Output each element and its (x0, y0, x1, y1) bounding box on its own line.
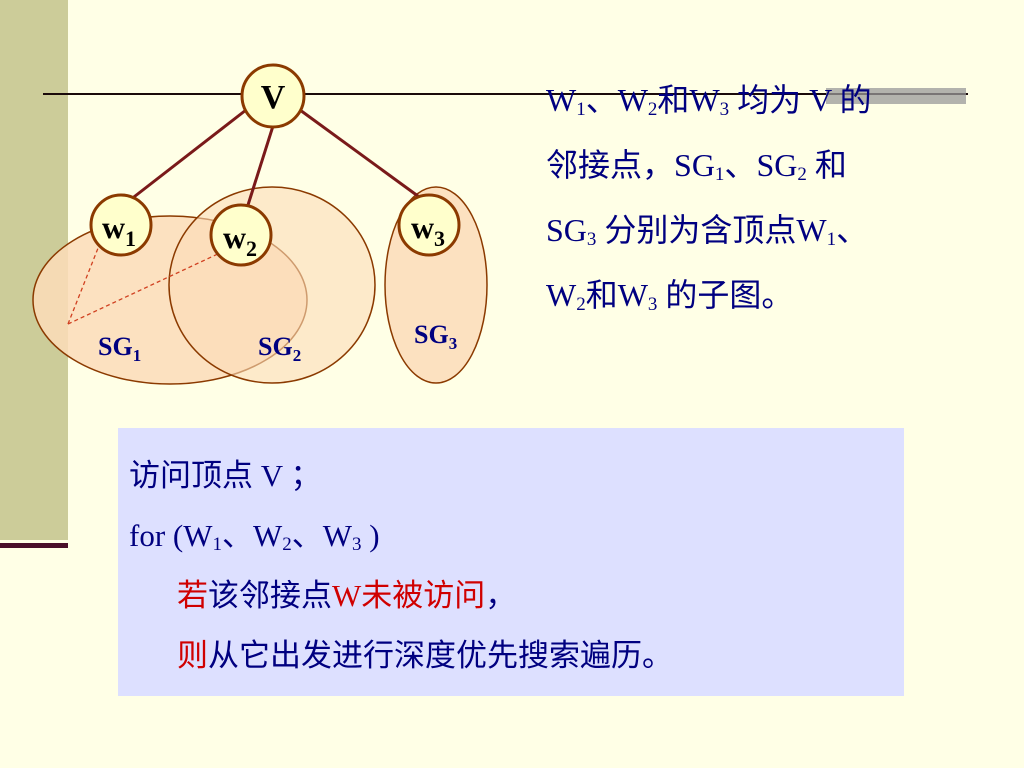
node-v-label: V (261, 79, 286, 116)
algorithm-line-if: 若该邻接点W未被访问， (177, 578, 517, 613)
description-text: W1、W2和W3 均为 V 的 邻接点，SG1、SG2 和 SG3 分别为含顶点… (546, 68, 1016, 328)
algorithm-line-visit: 访问顶点 V ； (129, 458, 322, 493)
highlight-not-visited: W未被访问 (332, 578, 486, 613)
description-line-4: W2和W3 的子图。 (546, 277, 794, 315)
algorithm-line-then: 则从它出发进行深度优先搜索遍历。 (177, 638, 673, 673)
dashed-edge-w2 (67, 251, 223, 325)
algorithm-line-for: for (W1、W2、W3 ) (129, 518, 380, 555)
subgraph-sg2-label: SG2 (258, 332, 301, 365)
node-w2 (209, 203, 273, 267)
edge-v-w3 (299, 108, 423, 201)
edge-v-w1 (129, 108, 247, 202)
node-w1 (89, 193, 153, 257)
node-w3-label: w3 (411, 209, 445, 251)
keyword-ruo: 若 (177, 578, 208, 613)
keyword-ze: 则 (177, 638, 208, 673)
edge-v-w2 (246, 125, 275, 206)
graph-diagram: V w1 w2 w3 SG1 SG2 SG3 (32, 63, 488, 385)
rule-shadow (826, 88, 966, 104)
node-w1-label: w1 (102, 209, 136, 251)
description-line-3: SG3 分别为含顶点W1、 (546, 212, 869, 250)
algorithm-box: 访问顶点 V ； for (W1、W2、W3 ) 若该邻接点W未被访问， 则从它… (118, 428, 904, 696)
title-rule-line (43, 93, 968, 95)
description-line-2: 邻接点，SG1、SG2 和 (546, 147, 847, 185)
left-decor-rule (0, 543, 68, 548)
node-w2-label: w2 (223, 219, 257, 261)
description-line-1: W1、W2和W3 均为 V 的 (546, 82, 872, 120)
node-v (240, 63, 306, 129)
subgraph-sg1-label: SG1 (98, 332, 141, 365)
subgraph-sg3-label: SG3 (414, 320, 457, 353)
node-w3 (397, 193, 461, 257)
